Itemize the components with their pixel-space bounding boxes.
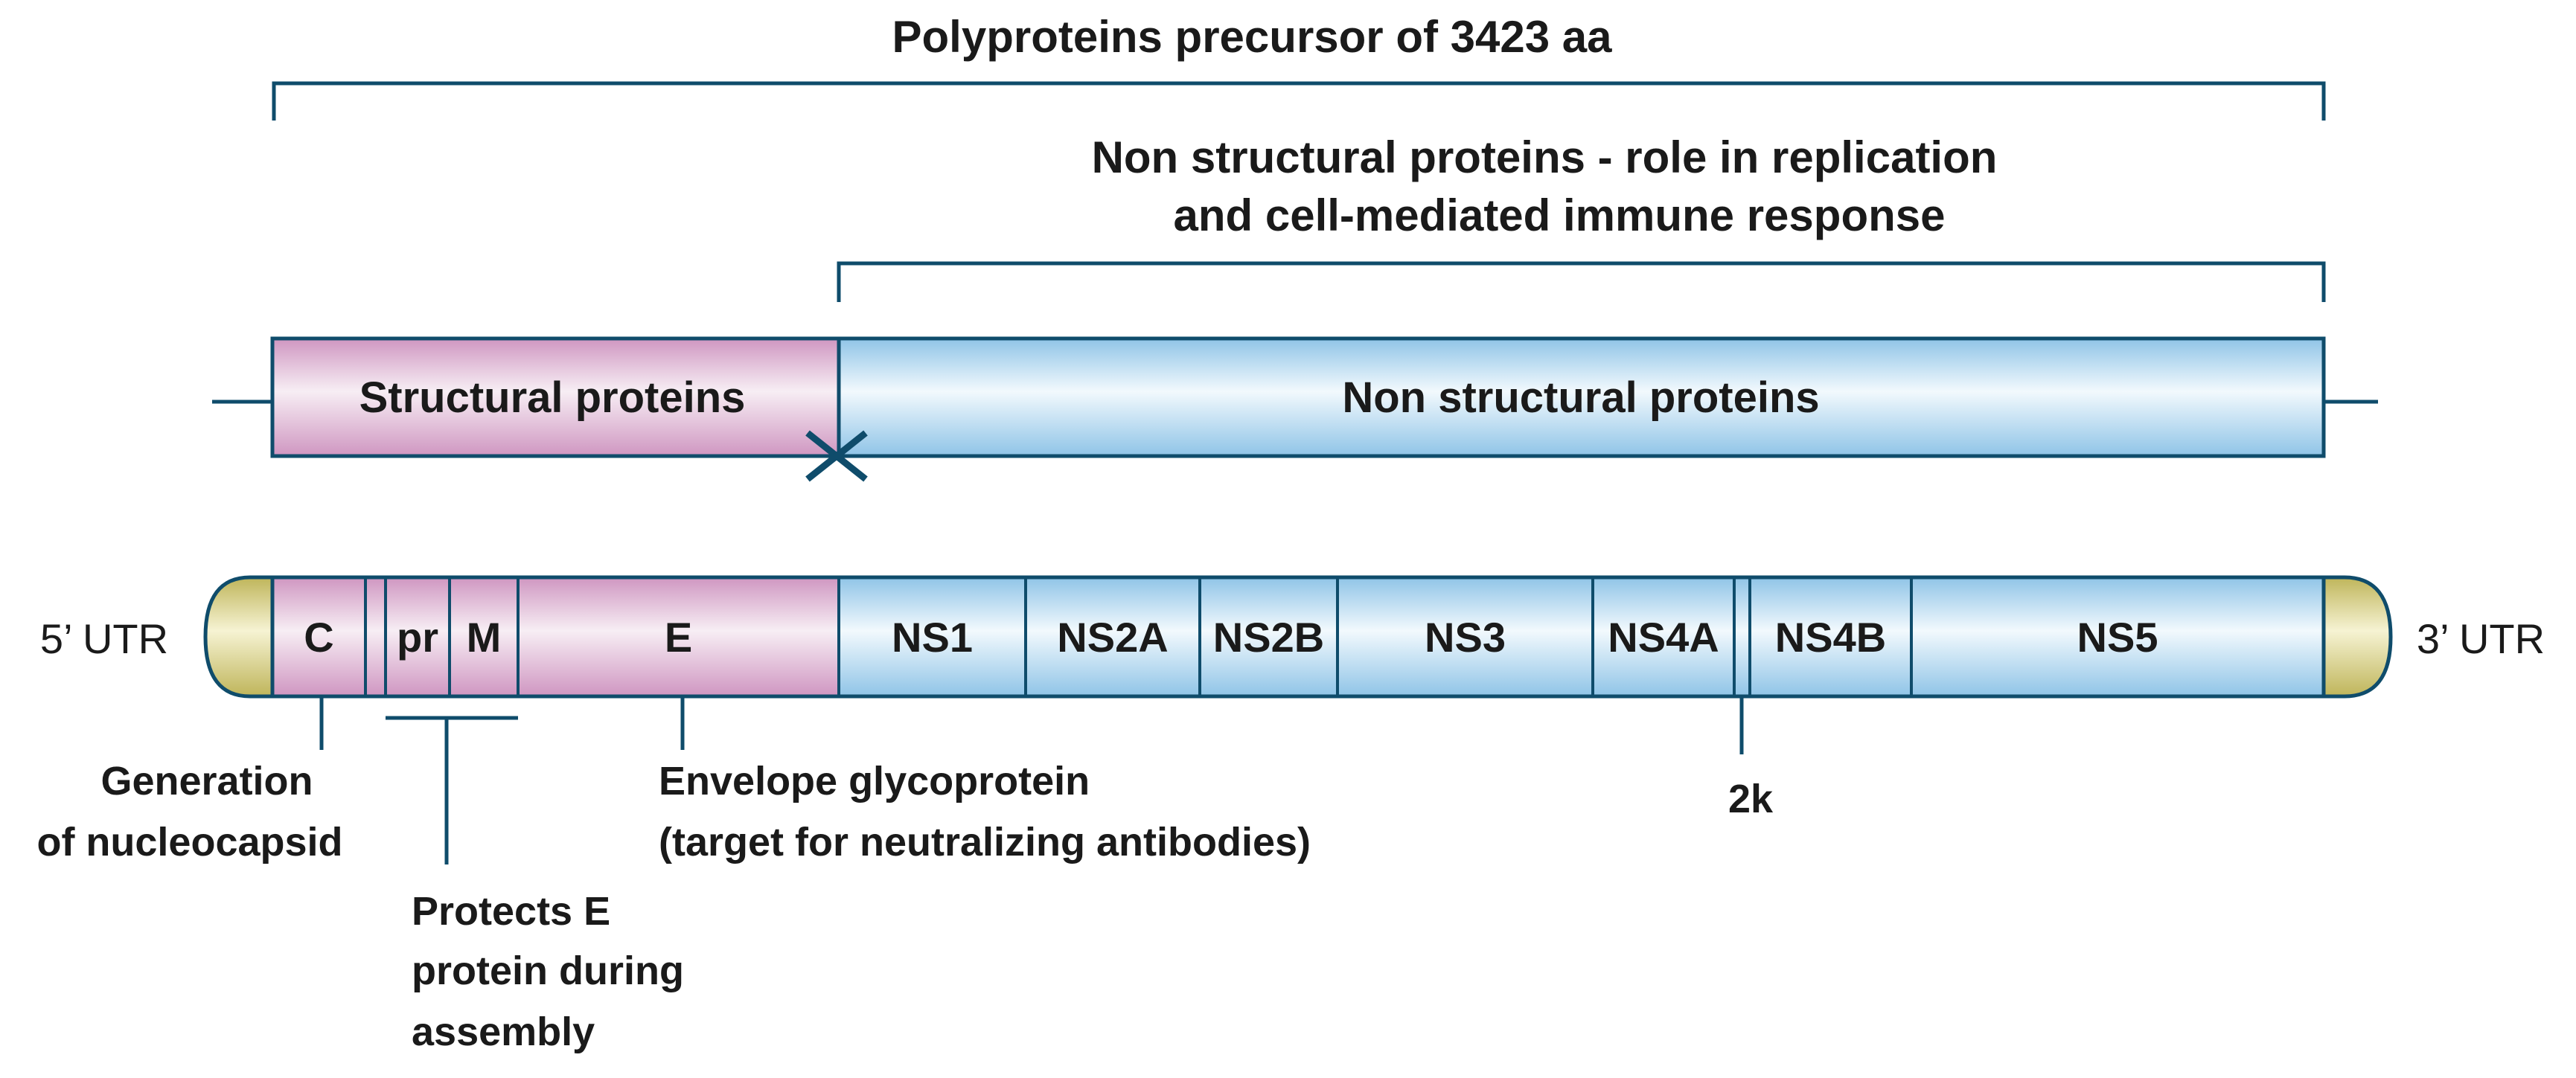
segment-label-m: M [467, 614, 502, 661]
prm-note-line-1: Protects E [412, 889, 610, 934]
utr-left-cap [203, 575, 275, 699]
c-note-line-1: Generation [100, 759, 313, 803]
c-note-line-2: of nucleocapsid [36, 820, 342, 864]
segment-label-ns4a: NS4A [1608, 614, 1719, 661]
prm-note-line-3: assembly [412, 1010, 595, 1054]
nonstructural-bracket [837, 261, 2326, 302]
segment-e [517, 576, 840, 698]
genome-bar-outline [270, 575, 2326, 699]
nonstructural-header-line-1: Non structural proteins - role in replic… [1092, 132, 1998, 182]
segment-label-ns1: NS1 [892, 614, 973, 661]
prm-note-line-2: protein during [412, 949, 684, 993]
segment-ns4b [1748, 576, 1913, 698]
structural-proteins-bar-label: Structural proteins [359, 373, 746, 422]
polyprotein-bracket [272, 81, 2326, 121]
2k-note: 2k [1728, 777, 1774, 821]
segment-label-ns3: NS3 [1425, 614, 1506, 661]
segment-label-ns5: NS5 [2077, 614, 2158, 661]
utr-left-label: 5’ UTR [40, 615, 168, 662]
segment-label-e: E [665, 614, 692, 661]
utr-right-label: 3’ UTR [2417, 615, 2545, 662]
segment-spacer-1 [364, 576, 387, 698]
segment-label-ns4b: NS4B [1775, 614, 1886, 661]
cleavage-site-cross-icon [805, 430, 868, 482]
polyprotein-title: Polyproteins precursor of 3423 aa [892, 12, 1612, 62]
nonstructural-proteins-bar-label: Non structural proteins [1342, 373, 1819, 422]
nonstructural-proteins-bar [837, 336, 2326, 458]
segment-ns2b [1198, 576, 1339, 698]
segment-label-ns2b: NS2B [1213, 614, 1324, 661]
segment-ns4a [1591, 576, 1736, 698]
segment-label-c: C [304, 614, 333, 661]
nonstructural-header-line-2: and cell-mediated immune response [1174, 190, 1946, 240]
e-note-line-2: (target for neutralizing antibodies) [659, 820, 1311, 864]
segment-label-pr: pr [397, 614, 438, 661]
utr-right-cap [2321, 575, 2393, 699]
segment-label-ns2a: NS2A [1057, 614, 1168, 661]
e-note-line-1: Envelope glycoprotein [659, 759, 1090, 803]
segment-spacer-10 [1733, 576, 1751, 698]
structural-proteins-bar [270, 336, 841, 458]
